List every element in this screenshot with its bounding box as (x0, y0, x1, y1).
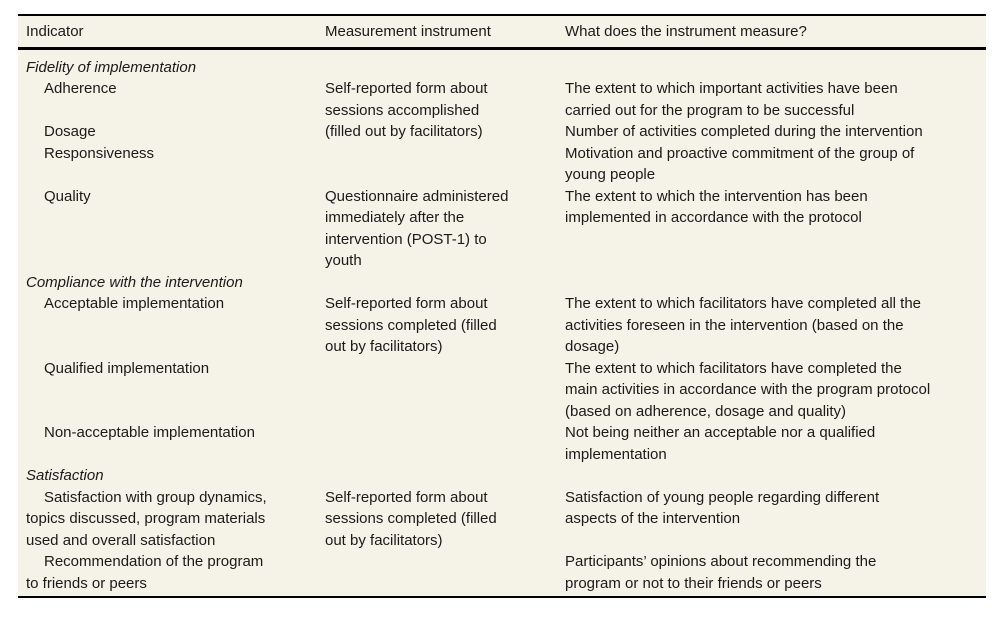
instrument-cell (325, 358, 565, 423)
section-title: Fidelity of implementation (26, 58, 197, 76)
indicator-cell: Non-acceptable implementation (44, 424, 255, 441)
header-row: Indicator Measurement instrument What do… (18, 15, 986, 50)
measure-cell: Not being neither an acceptable nor a qu… (565, 424, 876, 463)
instrument-cell: Questionnaire administered immediately a… (325, 187, 509, 270)
instrument-cell: Self-reported form about sessions comple… (325, 488, 497, 549)
measure-cell: The extent to which important activities… (565, 80, 898, 119)
measure-cell: The extent to which facilitators have co… (565, 295, 922, 355)
indicator-cell: Quality (44, 187, 91, 205)
indicators-table: Indicator Measurement instrument What do… (18, 14, 986, 598)
instrument-cell (325, 551, 565, 597)
header-measurement-instrument: Measurement instrument (325, 15, 565, 50)
measure-cell: The extent to which the intervention has… (565, 187, 868, 227)
indicator-cell: Adherence (44, 80, 117, 97)
instrument-cell (325, 422, 565, 465)
measure-cell: Number of activities completed during th… (565, 123, 923, 140)
section-title: Satisfaction (26, 467, 104, 484)
header-indicator: Indicator (18, 15, 325, 50)
section-heading-compliance: Compliance with the intervention (18, 272, 986, 294)
measure-cell: Participants’ opinions about recommendin… (565, 553, 877, 592)
section-heading-satisfaction: Satisfaction (18, 465, 986, 487)
table-row-responsiveness: Responsiveness Motivation and proactive … (18, 143, 986, 186)
indicator-cell: Dosage (44, 123, 96, 140)
indicator-cell: Acceptable implementation (44, 295, 225, 312)
measure-cell: Motivation and proactive commitment of t… (565, 144, 915, 184)
section-heading-fidelity: Fidelity of implementation (18, 48, 986, 78)
table-row-satisfaction-group-dynamics: Satisfaction with group dynamics, topics… (18, 487, 986, 552)
measure-cell: Satisfaction of young people regarding d… (565, 488, 880, 528)
table-row-dosage: Dosage Number of activities completed du… (18, 121, 986, 143)
indicator-cell: Recommendation of the program to friends… (26, 553, 264, 592)
table-row-qualified-implementation: Qualified implementation The extent to w… (18, 358, 986, 423)
table-row-acceptable-implementation: Acceptable implementation Self-reported … (18, 293, 986, 358)
header-what-measures: What does the instrument measure? (565, 15, 986, 50)
table-row-recommendation: Recommendation of the program to friends… (18, 551, 986, 597)
indicator-cell: Responsiveness (44, 144, 155, 162)
table-row-adherence: Adherence Self-reported form about sessi… (18, 78, 986, 140)
table-row-non-acceptable-implementation: Non-acceptable implementation Not being … (18, 422, 986, 465)
table-header: Indicator Measurement instrument What do… (18, 15, 986, 50)
instrument-cell: Self-reported form about sessions accomp… (325, 80, 488, 140)
table-row-quality: Quality Questionnaire administered immed… (18, 186, 986, 272)
section-title: Compliance with the intervention (26, 273, 243, 291)
indicator-cell: Qualified implementation (44, 359, 210, 377)
indicator-cell: Satisfaction with group dynamics, topics… (26, 488, 267, 549)
instrument-cell: Self-reported form about sessions comple… (325, 295, 497, 355)
measure-cell: The extent to which facilitators have co… (565, 359, 931, 420)
